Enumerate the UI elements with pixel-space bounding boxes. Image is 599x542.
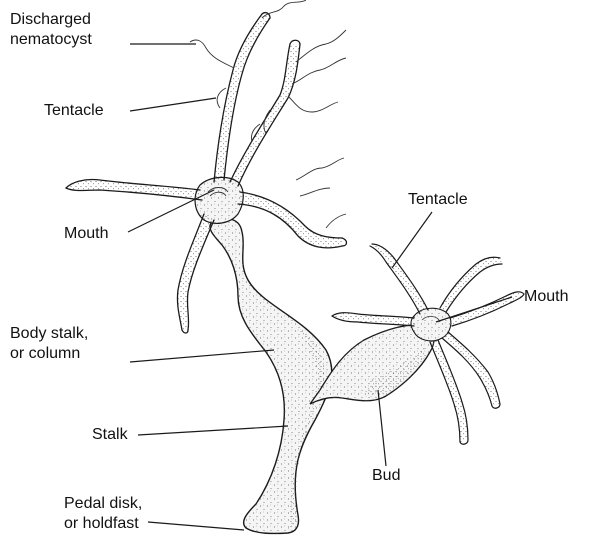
label-bud: Bud [372, 466, 400, 486]
label-body-stalk: Body stalk, or column [10, 324, 88, 364]
label-tentacle-bud: Tentacle [408, 190, 468, 210]
label-pedal-disk: Pedal disk, or holdfast [64, 494, 142, 534]
leader-stalk [138, 426, 288, 435]
main-tentacles [66, 13, 347, 333]
leader-pedal-disk [148, 522, 244, 530]
label-discharged-nematocyst: Discharged nematocyst [10, 10, 92, 50]
leader-tentacle-main [130, 98, 216, 111]
leader-body-stalk [130, 350, 274, 362]
main-hydra-body [66, 0, 347, 533]
leader-tentacle-bud [392, 212, 432, 268]
label-tentacle-main: Tentacle [44, 101, 104, 121]
label-mouth-main: Mouth [64, 224, 108, 244]
leader-bud [378, 390, 386, 466]
label-stalk: Stalk [92, 425, 128, 445]
bud-hydra [310, 244, 524, 444]
label-mouth-bud: Mouth [524, 287, 568, 307]
